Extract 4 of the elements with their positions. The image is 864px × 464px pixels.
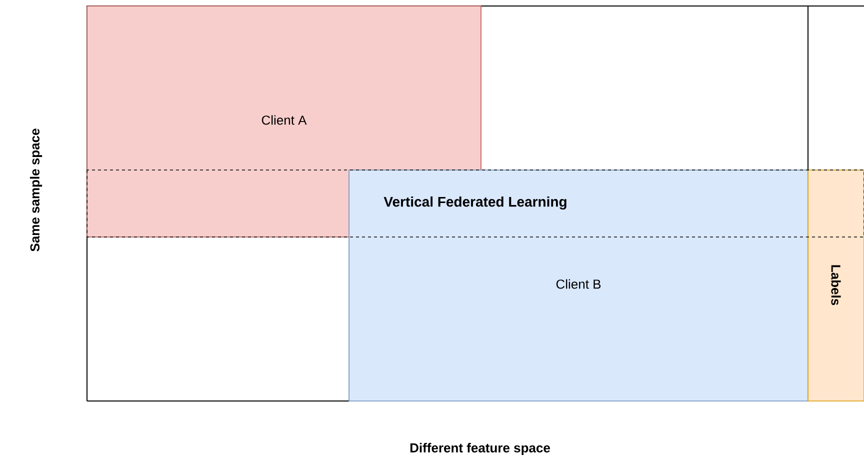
axis-label: Different feature space — [410, 442, 550, 456]
dashed-band: Vertical Federated Learning — [86, 170, 864, 238]
axis-label: Same sample space — [30, 128, 42, 252]
labels-box: Labels — [808, 170, 864, 402]
